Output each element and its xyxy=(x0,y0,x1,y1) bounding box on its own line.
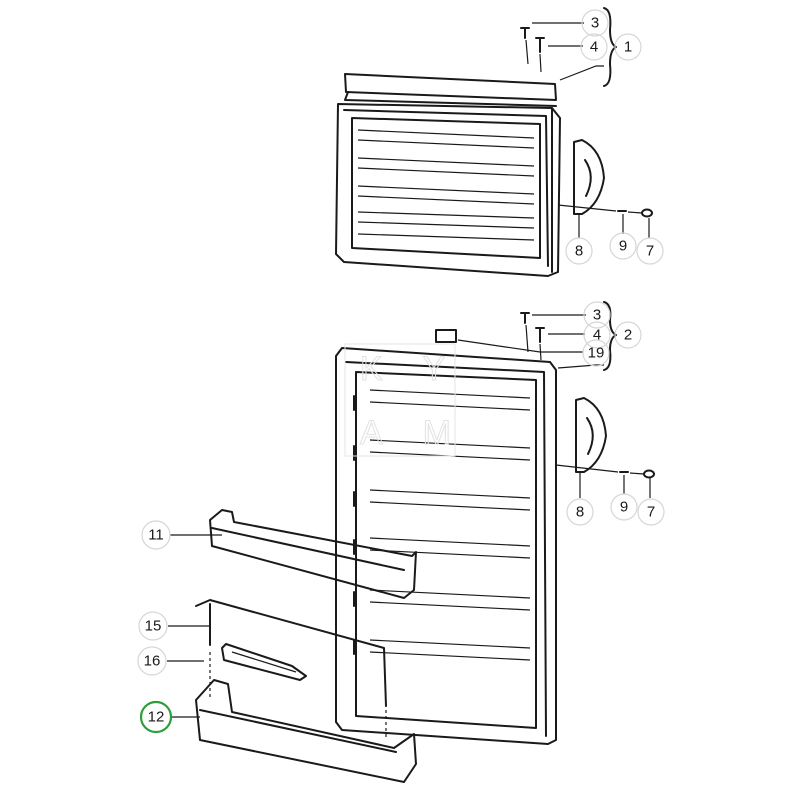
door-shelf-12 xyxy=(195,652,417,783)
callout-label: 9 xyxy=(620,499,628,516)
callout-label: 4 xyxy=(593,327,601,344)
callout-upper-8[interactable]: 8 xyxy=(565,237,593,265)
callout-15[interactable]: 15 xyxy=(138,611,168,641)
callout-label: 11 xyxy=(148,527,164,544)
callout-label: 12 xyxy=(148,709,165,726)
callout-label: 19 xyxy=(588,345,605,362)
callout-label: 3 xyxy=(593,307,601,324)
callout-label: 7 xyxy=(646,243,654,260)
callout-label: 15 xyxy=(145,618,162,635)
callout-11[interactable]: 11 xyxy=(141,520,171,550)
callout-label: 9 xyxy=(619,238,627,255)
callout-lower-8[interactable]: 8 xyxy=(566,498,594,526)
callout-upper-7[interactable]: 7 xyxy=(636,237,664,265)
callout-upper-1[interactable]: 1 xyxy=(614,33,642,61)
lower-door-assembly xyxy=(335,312,655,745)
callout-16[interactable]: 16 xyxy=(137,646,167,676)
callout-label: 16 xyxy=(144,653,161,670)
callout-upper-9[interactable]: 9 xyxy=(609,232,637,260)
callout-lower-19[interactable]: 19 xyxy=(582,339,610,367)
watermark-logo: KY AM xyxy=(344,343,491,457)
callout-upper-4[interactable]: 4 xyxy=(580,33,608,61)
svg-text:AM: AM xyxy=(360,414,491,452)
callout-label: 1 xyxy=(624,39,632,56)
callout-lower-9[interactable]: 9 xyxy=(610,493,638,521)
door-shelf-11 xyxy=(209,509,417,599)
shelf-bar-15 xyxy=(195,599,387,707)
callouts: 3 4 1 8 9 7 3 4 19 2 8 9 7 11 15 16 12 xyxy=(137,7,665,734)
callout-label: 4 xyxy=(590,39,598,56)
callout-label: 3 xyxy=(591,15,599,32)
callout-label: 8 xyxy=(576,504,584,521)
callout-lower-3[interactable]: 3 xyxy=(583,301,611,329)
callout-lower-7[interactable]: 7 xyxy=(637,498,665,526)
callout-lower-4[interactable]: 4 xyxy=(583,321,611,349)
svg-text:KY: KY xyxy=(360,350,485,388)
upper-door-assembly xyxy=(335,27,653,277)
callout-label: 2 xyxy=(624,327,632,344)
shelf-strip-16 xyxy=(221,643,307,681)
callout-label: 8 xyxy=(575,243,583,260)
callout-label: 7 xyxy=(647,504,655,521)
callout-lower-2[interactable]: 2 xyxy=(614,321,642,349)
callout-12-highlighted[interactable]: 12 xyxy=(139,700,173,734)
callout-upper-3[interactable]: 3 xyxy=(581,9,609,37)
